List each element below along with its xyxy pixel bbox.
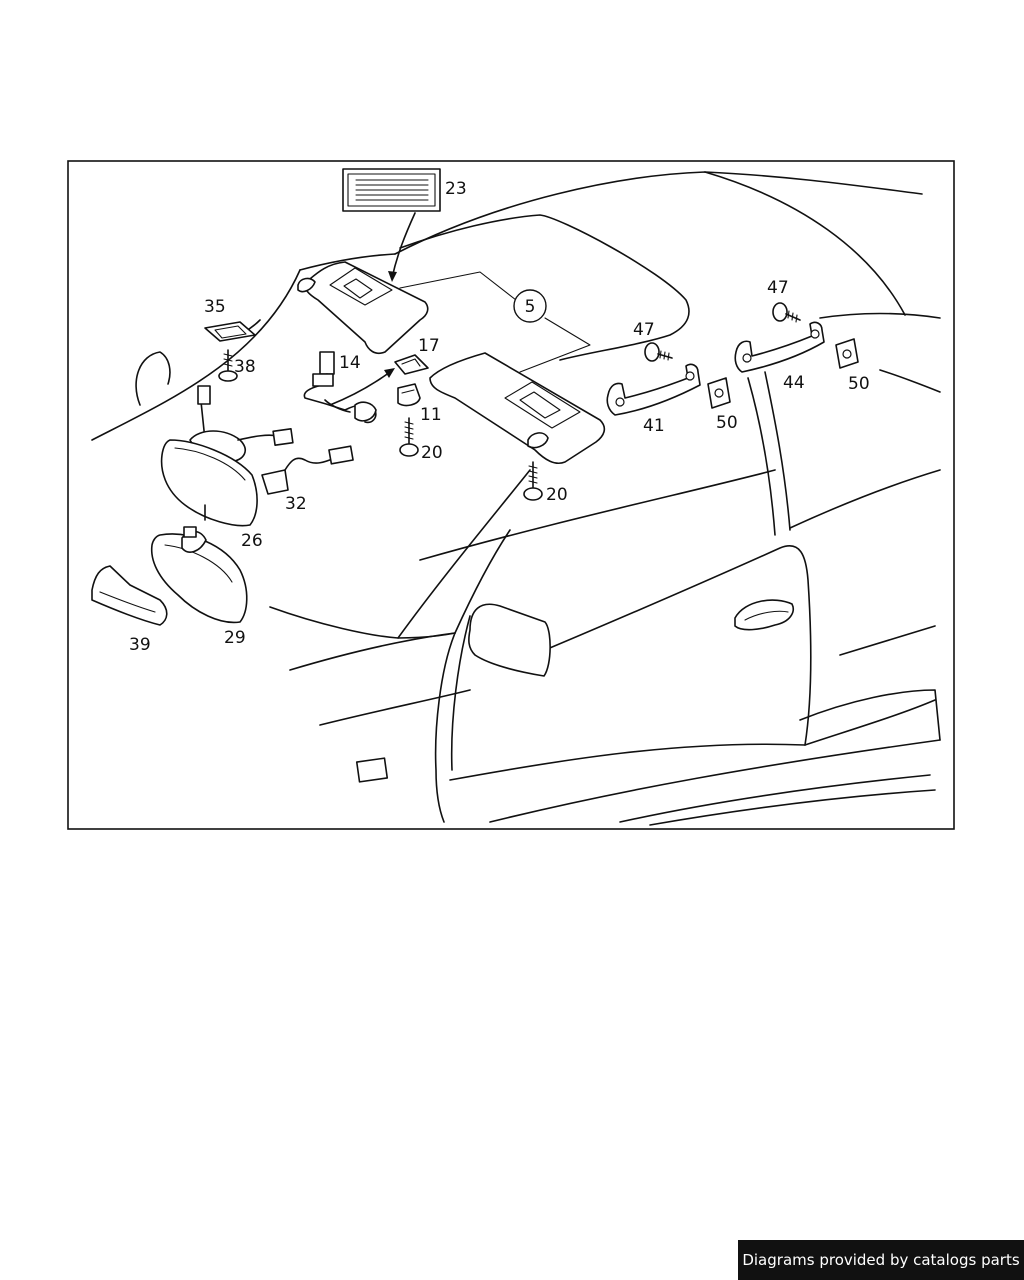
right-sun-visor [429,352,606,465]
callout-47-b: 47 [767,278,789,298]
callout-50-a: 50 [716,413,738,433]
callout-39: 39 [129,635,151,655]
callout-41: 41 [643,416,665,436]
part-47-screw-a [644,342,673,362]
part-20-screw-a [399,417,419,457]
part-44-grab-handle [734,321,825,373]
part-29-rear-view-mirror [150,526,248,624]
callout-23: 23 [445,179,467,199]
callout-5: 5 [399,271,591,373]
callout-44: 44 [783,373,805,393]
footer-credit: Diagrams provided by catalogs parts [738,1240,1024,1280]
callout-17: 17 [418,336,440,356]
callout-5-label: 5 [525,297,536,317]
part-39-cover [91,565,168,626]
part-35-cover [204,321,256,342]
part-17-clip [394,354,429,375]
part-23-label-plate [342,168,441,282]
callout-32: 32 [285,494,307,514]
part-20-screw-b [523,461,543,501]
diagram-frame [67,160,955,830]
part-41-grab-handle [606,363,701,416]
callout-20-b: 20 [546,485,568,505]
part-32-harness [261,445,354,495]
callout-11: 11 [420,405,442,425]
callout-26: 26 [241,531,263,551]
part-47-screw-b [772,302,801,323]
part-50-clip-a [707,377,731,409]
callout-14: 14 [339,353,361,373]
callout-20-a: 20 [421,443,443,463]
part-26-rear-view-mirror [160,385,294,527]
callout-35: 35 [204,297,226,317]
part-14-connector [303,351,377,424]
car-body-outline [91,171,941,826]
part-11-holder [397,383,421,407]
callout-38: 38 [234,357,256,377]
arrow-to-part-17 [329,368,395,406]
callout-50-b: 50 [848,374,870,394]
left-sun-visor [297,261,429,355]
callout-29: 29 [224,628,246,648]
part-50-clip-b [835,338,859,369]
part-38-screw [218,349,238,382]
callout-47-a: 47 [633,320,655,340]
